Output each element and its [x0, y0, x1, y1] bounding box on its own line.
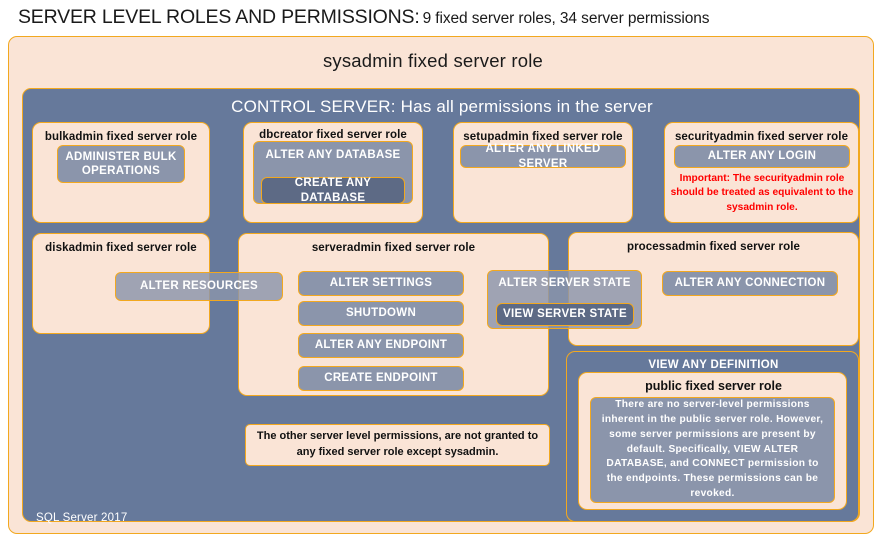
- page-title-subtitle: 9 fixed server roles, 34 server permissi…: [422, 10, 710, 27]
- securityadmin-role-box: securityadmin fixed server role: [664, 122, 859, 223]
- permission-alter-any-login: ALTER ANY LOGIN: [674, 145, 850, 168]
- public-role-note: There are no server-level permissions in…: [590, 397, 835, 503]
- public-role-label: public fixed server role: [645, 379, 782, 393]
- permission-create-endpoint: CREATE ENDPOINT: [298, 366, 464, 391]
- permission-alter-any-linked-server: ALTER ANY LINKED SERVER: [460, 143, 626, 170]
- permission-view-any-definition-label: VIEW ANY DEFINITION: [648, 359, 779, 371]
- permission-shutdown: SHUTDOWN: [298, 301, 464, 326]
- serveradmin-role-label: serveradmin fixed server role: [311, 242, 476, 254]
- sql-server-version-label: SQL Server 2017: [36, 512, 128, 524]
- securityadmin-warning-note: Important: The securityadmin role should…: [670, 173, 854, 213]
- setupadmin-role-label: setupadmin fixed server role: [463, 131, 623, 143]
- setupadmin-role-box: setupadmin fixed server role: [453, 122, 633, 223]
- permission-alter-any-endpoint: ALTER ANY ENDPOINT: [298, 333, 464, 358]
- processadmin-role-label: processadmin fixed server role: [626, 241, 801, 253]
- other-permissions-note: The other server level permissions, are …: [245, 424, 550, 466]
- dbcreator-role-label: dbcreator fixed server role: [259, 129, 407, 141]
- diskadmin-role-label: diskadmin fixed server role: [45, 242, 197, 254]
- permission-view-server-state: VIEW SERVER STATE: [496, 303, 634, 326]
- securityadmin-role-label: securityadmin fixed server role: [674, 131, 849, 143]
- permission-create-any-database: CREATE ANY DATABASE: [261, 177, 405, 204]
- sysadmin-role-label: sysadmin fixed server role: [322, 50, 544, 71]
- bulkadmin-role-label: bulkadmin fixed server role: [44, 131, 198, 143]
- permission-alter-any-connection: ALTER ANY CONNECTION: [662, 271, 838, 296]
- page-title-main: SERVER LEVEL ROLES AND PERMISSIONS:: [18, 6, 420, 28]
- permission-administer-bulk-operations: ADMINISTER BULK OPERATIONS: [57, 145, 185, 183]
- page-title: SERVER LEVEL ROLES AND PERMISSIONS:9 fix…: [18, 6, 868, 34]
- permission-alter-resources: ALTER RESOURCES: [115, 272, 283, 301]
- control-server-label: CONTROL SERVER: Has all permissions in t…: [231, 97, 653, 116]
- permission-alter-settings: ALTER SETTINGS: [298, 271, 464, 296]
